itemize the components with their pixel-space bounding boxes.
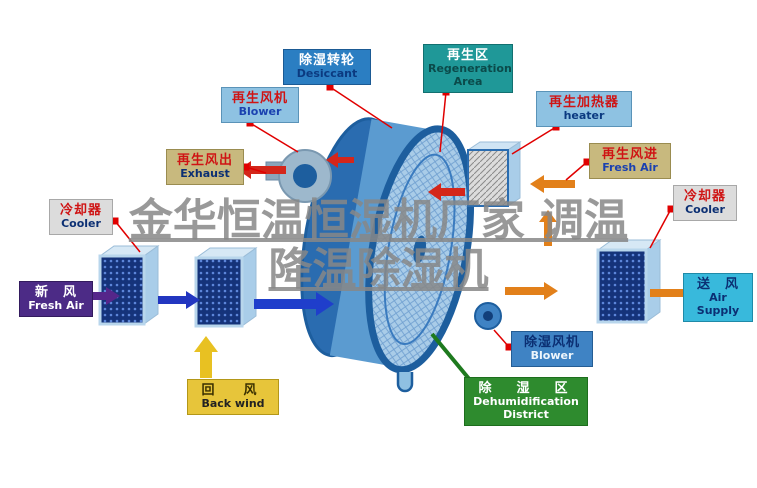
label-cooler-left: 冷却器 Cooler xyxy=(49,199,113,236)
wheel-to-fan-arrow xyxy=(326,152,354,168)
label-regen-heater-zh: 再生加热器 xyxy=(548,95,619,110)
label-back-wind-en: Back wind xyxy=(201,397,265,411)
label-desiccant-zh: 除湿转轮 xyxy=(298,53,355,68)
label-dehumid-district-en2: District xyxy=(503,408,549,422)
label-fresh-air-zh: 新 风 xyxy=(34,285,77,300)
label-dehumid-blower-zh: 除湿风机 xyxy=(523,335,580,350)
label-regeneration-area: 再生区 Regeneration Area xyxy=(423,44,513,94)
label-regen-blower-zh: 再生风机 xyxy=(231,91,288,106)
label-regen-blower: 再生风机 Blower xyxy=(221,87,299,124)
label-regen-heater-en: heater xyxy=(563,109,605,123)
label-regeneration-area-en: Regeneration Area xyxy=(428,62,512,89)
label-regen-heater: 再生加热器 heater xyxy=(536,91,632,128)
process-arrow-1 xyxy=(158,291,200,309)
label-cooler-left-en: Cooler xyxy=(61,217,101,231)
label-dehumid-district: 除 湿 区 Dehumidification District xyxy=(464,377,588,427)
label-cooler-right-zh: 冷却器 xyxy=(683,189,726,204)
label-exhaust-zh: 再生风出 xyxy=(176,153,233,168)
label-air-supply-en: Air Supply xyxy=(696,291,740,318)
label-cooler-left-zh: 冷却器 xyxy=(59,203,102,218)
label-desiccant-en: Desiccant xyxy=(296,67,358,81)
regen-up-arrow xyxy=(539,210,557,246)
regen-exhaust-arrow xyxy=(238,161,286,179)
label-fresh-air-en: Fresh Air xyxy=(28,299,84,313)
regen-fan xyxy=(265,149,332,203)
return-air-arrow xyxy=(194,336,218,378)
label-regen-fresh-air: 再生风进 Fresh Air xyxy=(589,143,671,180)
label-back-wind: 回 风 Back wind xyxy=(187,379,279,416)
process-arrow-2 xyxy=(254,292,334,316)
label-back-wind-zh: 回 风 xyxy=(201,383,265,398)
process-box-left-2 xyxy=(194,247,258,328)
process-box-left-1 xyxy=(98,245,160,326)
label-air-supply-zh: 送 风 xyxy=(696,277,739,292)
label-regeneration-area-zh: 再生区 xyxy=(446,48,489,63)
dehumid-district-connector xyxy=(430,332,472,382)
fresh-air-arrow xyxy=(76,287,120,305)
desiccant-wheel xyxy=(300,117,475,374)
label-regen-blower-en: Blower xyxy=(238,105,282,119)
regen-intake-arrow xyxy=(530,175,575,193)
heater-to-wheel-arrow xyxy=(428,183,465,201)
label-cooler-right-en: Cooler xyxy=(685,203,725,217)
label-dehumid-district-en1: Dehumidification xyxy=(473,395,579,409)
leader-lines xyxy=(114,86,672,348)
label-dehumid-district-zh: 除 湿 区 xyxy=(478,381,574,396)
label-air-supply: 送 风 Air Supply xyxy=(683,273,753,323)
label-dehumid-blower: 除湿风机 Blower xyxy=(511,331,593,368)
label-cooler-right: 冷却器 Cooler xyxy=(673,185,737,222)
label-exhaust: 再生风出 Exhaust xyxy=(166,149,244,186)
supply-arrow-1 xyxy=(505,282,558,300)
dehumid-fan xyxy=(474,302,502,330)
wheel-drain-icon xyxy=(396,372,414,393)
label-regen-fresh-air-en: Fresh Air xyxy=(602,161,658,175)
label-fresh-air: 新 风 Fresh Air xyxy=(19,281,93,318)
cooler-box-right xyxy=(596,239,662,324)
label-desiccant: 除湿转轮 Desiccant xyxy=(283,49,371,86)
label-regen-fresh-air-zh: 再生风进 xyxy=(601,147,658,162)
label-exhaust-en: Exhaust xyxy=(180,167,230,181)
label-dehumid-blower-en: Blower xyxy=(530,349,574,363)
heater-box xyxy=(466,141,522,207)
